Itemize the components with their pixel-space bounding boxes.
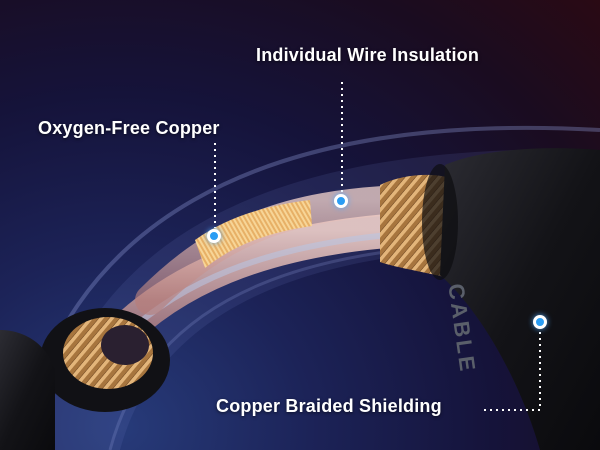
- left-inner-ring: [101, 325, 149, 365]
- marker-shielding-dot: [533, 315, 547, 329]
- left-jacket-body: [0, 330, 55, 450]
- right-jacket-rim: [422, 164, 458, 280]
- callout-braided-shielding: Copper Braided Shielding: [216, 396, 442, 416]
- callout-wire-insulation: Individual Wire Insulation: [256, 45, 480, 65]
- marker-copper-dot: [207, 229, 221, 243]
- right-jacket: [440, 148, 600, 450]
- marker-insulation-dot: [334, 194, 348, 208]
- callout-oxygen-free-copper: Oxygen-Free Copper: [38, 118, 220, 138]
- leader-cbs: [484, 330, 541, 411]
- copper-strands: [195, 200, 312, 268]
